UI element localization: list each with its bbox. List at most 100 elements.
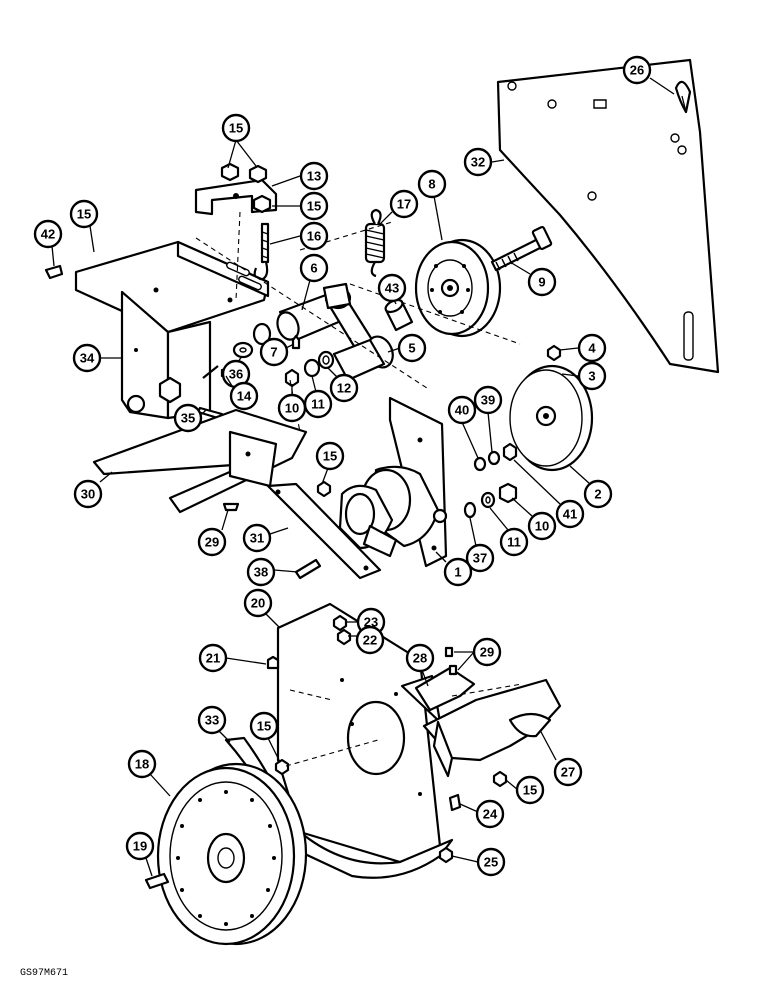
svg-text:7: 7 [270, 345, 277, 360]
callout-14: 14 [225, 375, 259, 411]
svg-text:31: 31 [250, 531, 264, 546]
svg-text:38: 38 [254, 565, 268, 580]
hitch-pin-part-26 [674, 80, 692, 114]
callout-15-f: 15 [505, 775, 545, 805]
callout-15-d: 15 [315, 441, 345, 485]
callout-35: 35 [173, 403, 207, 433]
callout-8: 8 [417, 169, 447, 241]
belt-guard-part-20 [266, 602, 562, 879]
callout-22: 22 [348, 625, 385, 655]
svg-text:39: 39 [481, 393, 495, 408]
callout-34: 34 [72, 343, 122, 373]
svg-text:2: 2 [594, 487, 601, 502]
svg-text:4: 4 [588, 341, 596, 356]
callout-6: 6 [299, 253, 329, 311]
svg-text:15: 15 [229, 121, 243, 136]
callout-13: 13 [271, 161, 329, 191]
svg-text:13: 13 [307, 169, 321, 184]
svg-text:20: 20 [251, 596, 265, 611]
callout-16: 16 [269, 221, 329, 251]
callout-2: 2 [569, 465, 613, 509]
bolt-part-9 [490, 225, 553, 272]
screw-part-42 [44, 264, 64, 280]
svg-text:10: 10 [285, 401, 299, 416]
pulley-part-2 [509, 344, 594, 472]
svg-text:32: 32 [471, 155, 485, 170]
callout-24: 24 [459, 799, 505, 829]
svg-text:11: 11 [311, 397, 325, 412]
svg-text:12: 12 [337, 381, 351, 396]
callout-7: 7 [259, 337, 295, 367]
callout-39: 39 [473, 385, 503, 453]
svg-text:25: 25 [484, 855, 498, 870]
svg-text:3: 3 [588, 369, 595, 384]
callout-33: 33 [197, 705, 231, 743]
alignment-lines [195, 211, 523, 767]
bushing-part-43 [384, 298, 414, 332]
svg-text:36: 36 [229, 367, 243, 382]
callout-15-a: 15 [221, 113, 257, 169]
callout-40: 40 [447, 395, 479, 459]
svg-text:19: 19 [133, 839, 147, 854]
svg-text:17: 17 [397, 197, 411, 212]
svg-text:42: 42 [41, 227, 55, 242]
svg-text:8: 8 [428, 177, 435, 192]
gearbox-part-1 [338, 396, 518, 568]
callout-29-b: 29 [454, 637, 502, 671]
callout-3: 3 [561, 361, 607, 391]
svg-text:22: 22 [363, 633, 377, 648]
callout-38: 38 [246, 557, 299, 587]
bracket-part-13 [194, 162, 278, 216]
svg-text:14: 14 [237, 389, 252, 404]
callout-32: 32 [463, 147, 505, 177]
svg-text:28: 28 [413, 651, 427, 666]
callout-27: 27 [539, 729, 583, 787]
callout-15-b: 15 [272, 191, 329, 221]
callout-4: 4 [559, 333, 607, 363]
svg-text:15: 15 [307, 199, 321, 214]
svg-text:43: 43 [385, 281, 399, 296]
figure-id-label: GS97M671 [20, 968, 69, 979]
svg-text:37: 37 [473, 551, 487, 566]
svg-text:10: 10 [535, 519, 549, 534]
deflector-part-30 [92, 408, 308, 514]
svg-text:35: 35 [181, 411, 195, 426]
callout-1: 1 [435, 551, 473, 587]
callout-15-e: 15 [249, 711, 281, 763]
svg-text:15: 15 [77, 207, 91, 222]
svg-text:18: 18 [135, 757, 149, 772]
callout-29-a: 29 [197, 509, 229, 557]
svg-text:30: 30 [81, 487, 95, 502]
svg-text:27: 27 [561, 765, 575, 780]
svg-text:29: 29 [205, 535, 219, 550]
callout-12: 12 [327, 367, 359, 403]
svg-text:16: 16 [307, 229, 321, 244]
svg-text:41: 41 [563, 507, 577, 522]
svg-text:15: 15 [257, 719, 271, 734]
sheave-part-18 [156, 762, 308, 946]
eye-bolt-part-16 [253, 222, 270, 282]
callout-41: 41 [513, 459, 585, 529]
callout-30: 30 [73, 471, 113, 509]
washers-and-nuts [196, 334, 335, 420]
callout-18: 18 [127, 749, 171, 797]
svg-text:24: 24 [483, 807, 498, 822]
pivot-arm-part-5 [252, 282, 394, 382]
callout-37: 37 [465, 517, 495, 573]
spring-part-17 [364, 208, 386, 278]
callout-9: 9 [509, 261, 557, 297]
callout-15-c: 15 [69, 199, 99, 253]
callout-10-b: 10 [511, 497, 557, 541]
callout-10-a: 10 [277, 384, 307, 423]
callout-42: 42 [33, 219, 63, 267]
callout-43: 43 [377, 273, 407, 305]
callout-26: 26 [622, 55, 675, 95]
callout-11-a: 11 [303, 375, 333, 419]
svg-text:15: 15 [323, 449, 337, 464]
svg-text:11: 11 [507, 535, 521, 550]
svg-text:5: 5 [408, 341, 415, 356]
idler-pulley-part-8 [414, 238, 502, 338]
svg-text:29: 29 [480, 645, 494, 660]
callout-11-b: 11 [489, 507, 529, 557]
